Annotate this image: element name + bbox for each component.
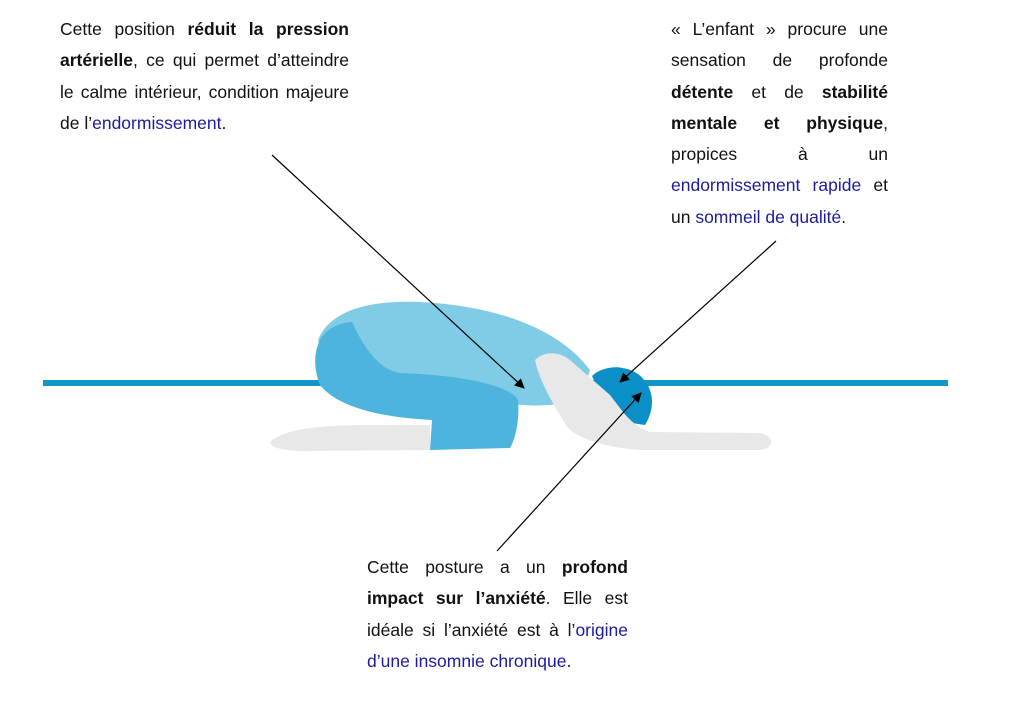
text: Cette posture a un xyxy=(367,557,562,577)
text: « L’enfant » procure une sensation de pr… xyxy=(671,19,888,71)
highlight-term: sommeil de qualité xyxy=(695,206,842,227)
annotation-relaxation: « L’enfant » procure une sensation de pr… xyxy=(671,14,888,233)
emphasis: réduit la pression artérielle xyxy=(60,19,349,71)
text: , ce qui permet d’atteindre le calme int… xyxy=(60,50,349,133)
highlight-term: origine d’une insomnie chronique xyxy=(367,619,628,671)
arrow-blood-pressure xyxy=(271,154,525,389)
arms xyxy=(535,353,772,450)
legs xyxy=(315,322,519,450)
feet xyxy=(270,425,430,451)
text: . xyxy=(841,206,847,227)
head xyxy=(592,367,652,425)
text: , propices à un xyxy=(671,112,888,165)
text: et de xyxy=(733,81,822,102)
emphasis: stabilité mentale et physique xyxy=(671,81,888,133)
arrow-relaxation xyxy=(619,240,777,383)
text: Cette position xyxy=(60,19,188,39)
text: et un xyxy=(671,175,888,227)
arrow-anxiety xyxy=(496,392,642,552)
annotation-blood-pressure: Cette position réduit la pression artéri… xyxy=(60,14,349,139)
text: . Elle est idéale si l’anxiété est à l’ xyxy=(367,588,628,640)
annotation-anxiety: Cette posture a un profond impact sur l’… xyxy=(367,552,628,677)
highlight-term: endormissement rapide xyxy=(671,175,862,196)
emphasis: profond impact sur l’anxiété xyxy=(367,557,628,609)
text: . xyxy=(221,112,227,133)
highlight-term: endormissement xyxy=(92,112,222,133)
text: . xyxy=(566,650,572,671)
emphasis: détente xyxy=(671,81,734,102)
